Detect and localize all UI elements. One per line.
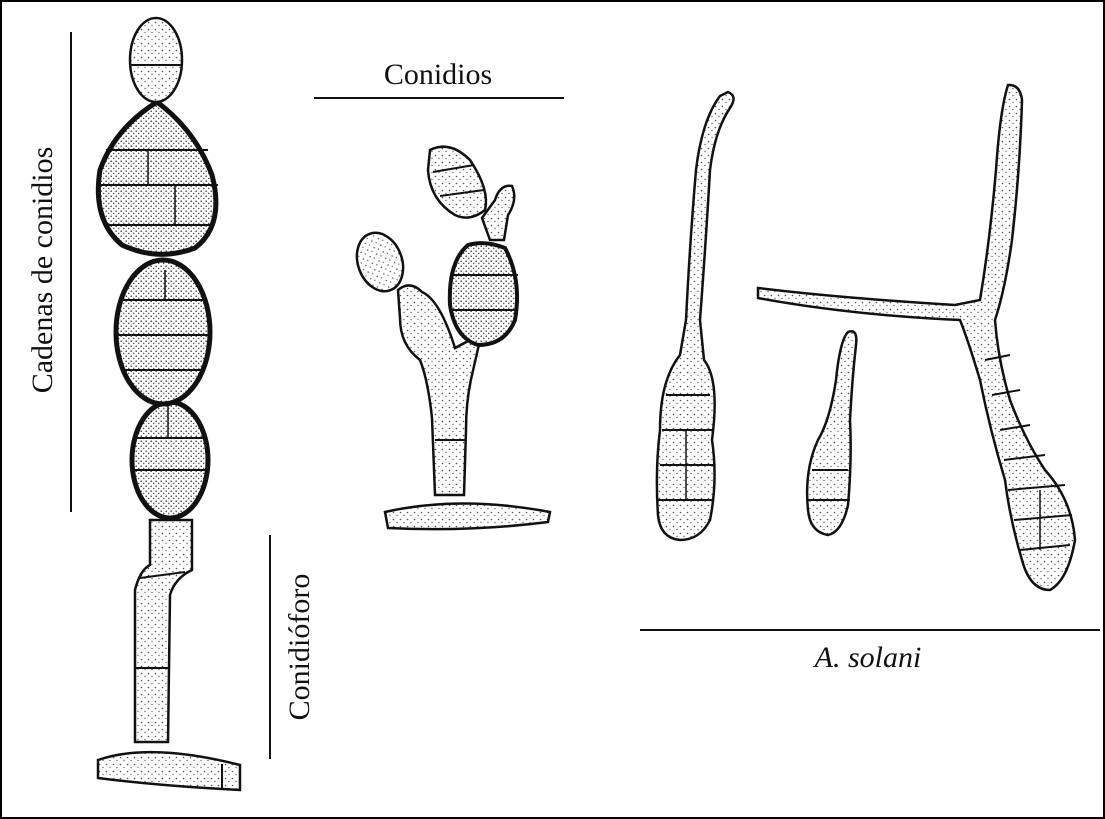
conidium xyxy=(116,260,210,404)
conidium xyxy=(130,18,182,102)
a-solani-conidia-figure xyxy=(657,85,1075,590)
base-hypha xyxy=(385,504,550,530)
conidium xyxy=(428,147,486,218)
base-hypha xyxy=(98,752,240,790)
conidium xyxy=(450,243,517,345)
conidium-branched xyxy=(758,85,1075,590)
conidiophore xyxy=(135,520,192,742)
conidium-beaked xyxy=(657,92,734,540)
conidiophore-with-conidia-figure xyxy=(349,147,550,529)
conidium xyxy=(98,102,216,254)
conidial-chain-figure xyxy=(98,18,240,790)
conidium xyxy=(132,402,208,518)
conidium-small xyxy=(807,331,856,535)
